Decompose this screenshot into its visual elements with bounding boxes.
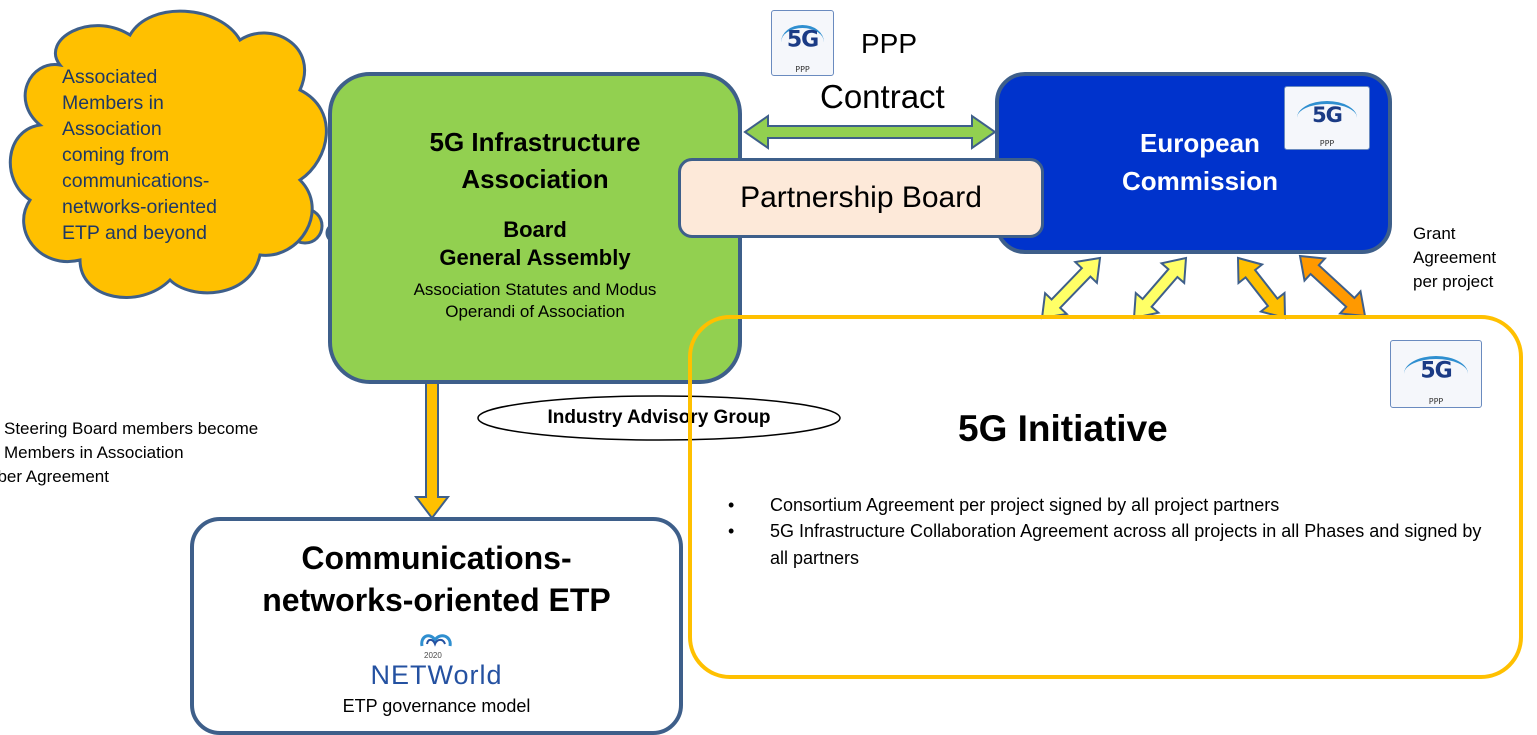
association-title-line: 5G Infrastructure: [429, 127, 641, 157]
grant-arrow-2: [1132, 256, 1188, 320]
networld-swirl-icon: [420, 634, 452, 647]
networld-wordmark: NETWorld 2020: [190, 652, 683, 690]
association-title: 5G Infrastructure Association: [328, 124, 742, 198]
logo-swoosh: [780, 25, 825, 60]
etp-box: [190, 517, 683, 735]
5g-ppp-logo: 5G PPP: [1284, 86, 1370, 150]
initiative-bullet: Consortium Agreement per project signed …: [728, 492, 1488, 519]
cloud-line: Members in: [62, 91, 164, 114]
initiative-bullet: 5G Infrastructure Collaboration Agreemen…: [728, 518, 1488, 571]
cloud-line: coming from: [62, 143, 170, 166]
logo-swoosh: [1403, 355, 1469, 392]
grant-agreement-label: Grant Agreement per project: [1413, 222, 1496, 293]
networld-year: 2020: [424, 651, 442, 660]
steering-note: Steering Board members become Members in…: [0, 417, 259, 488]
cloud-shape: [8, 9, 347, 299]
association-statutes: Association Statutes and Modus Operandi …: [328, 279, 742, 323]
networld-text: NETWorld: [370, 660, 503, 690]
contract-label: Contract: [820, 78, 945, 115]
etp-title: Communications- networks-oriented ETP: [190, 538, 683, 621]
cloud-line: Association: [62, 117, 162, 140]
grant-line: Agreement: [1413, 247, 1497, 267]
grant-line: Grant: [1413, 224, 1456, 243]
etp-title-line: networks-oriented ETP: [262, 581, 611, 618]
logo-sub: PPP: [795, 65, 810, 74]
initiative-title: 5G Initiative: [958, 408, 1168, 449]
association-title-line: Association: [461, 163, 609, 194]
association-box: [328, 72, 742, 384]
initiative-box: [688, 315, 1523, 679]
commission-title-line: European: [1140, 128, 1260, 158]
steering-line: nber Agreement: [0, 466, 109, 486]
5g-ppp-logo: 5G PPP: [1390, 340, 1482, 408]
etp-title-line: Communications-: [301, 540, 572, 576]
steering-line: Members in Association: [4, 442, 184, 462]
logo-sub: PPP: [1319, 139, 1335, 148]
association-general-assembly: General Assembly: [439, 245, 631, 271]
grant-arrow-3: [1236, 256, 1287, 320]
grant-arrow-1: [1040, 256, 1102, 320]
industry-advisory-group: Industry Advisory Group: [478, 397, 840, 438]
commission-title: European Commission: [1090, 125, 1310, 200]
industry-advisory-group-label: Industry Advisory Group: [547, 406, 771, 428]
initiative-bullet-list: Consortium Agreement per project signed …: [728, 492, 1488, 571]
cloud-line: networks-oriented: [62, 195, 217, 218]
association-bodies: Board General Assembly: [328, 216, 742, 272]
partnership-board: Partnership Board: [678, 158, 1044, 238]
partnership-board-label: Partnership Board: [740, 181, 982, 214]
networld-2020-logo: [418, 630, 454, 652]
ppp-contract-arrow: [743, 114, 997, 150]
steering-line: Steering Board members become: [4, 419, 259, 438]
cloud-line: Associated: [62, 66, 158, 88]
grant-arrow-4: [1298, 254, 1367, 318]
commission-initiative-arrows: [1040, 254, 1367, 320]
logo-mark: 5G: [786, 27, 819, 53]
grant-line: per project: [1413, 271, 1494, 291]
cloud-line: communications-: [62, 169, 210, 192]
statutes-line: Association Statutes and Modus: [413, 280, 657, 299]
commission-title-line: Commission: [1121, 165, 1279, 196]
association-board: Board: [503, 217, 567, 242]
cloud-text: Associated Members in Association coming…: [62, 65, 277, 246]
logo-mark: 5G: [1312, 102, 1343, 127]
logo-swoosh: [1296, 100, 1358, 135]
ppp-label: PPP: [861, 28, 918, 59]
5g-ppp-logo: 5G PPP: [771, 10, 834, 76]
statutes-line: Operandi of Association: [445, 302, 625, 322]
logo-mark: 5G: [1420, 358, 1452, 384]
cloud-line: ETP and beyond: [62, 221, 207, 244]
logo-sub: PPP: [1428, 397, 1444, 406]
industry-advisory-group-ellipse: [477, 395, 841, 441]
etp-governance-label: ETP governance model: [342, 696, 531, 716]
